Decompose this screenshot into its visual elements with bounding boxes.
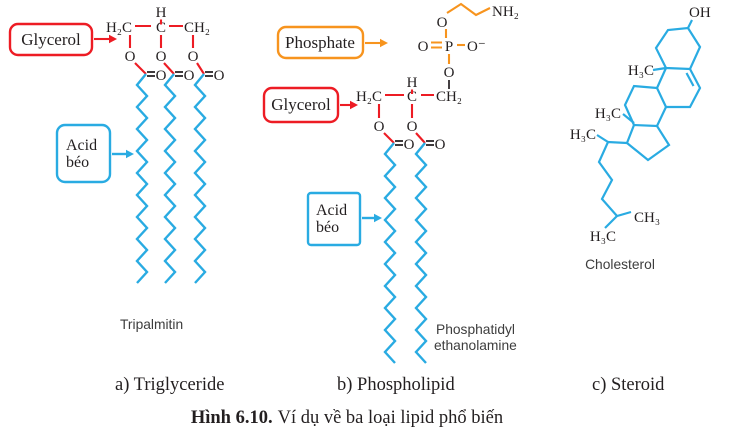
phosphate-box — [276, 25, 365, 60]
side-chain-methyl-c26: CH₃ — [634, 210, 660, 226]
phosphate-oxygen-bottom: O — [444, 65, 455, 81]
atom-h: H — [407, 75, 418, 91]
steroid-ring-c — [623, 84, 667, 128]
ester-groups: O O O O — [374, 119, 446, 153]
carbonyl-oxygen-1: O — [156, 68, 167, 84]
fatty-acid-box-label-line2: béo — [66, 154, 89, 171]
phosphate-group: O P O⁻ O — [418, 29, 486, 89]
ester-diagonal-bonds — [134, 62, 205, 75]
carbonyl-double-bonds — [395, 140, 434, 146]
phosphate-oxygen-top: O — [437, 15, 448, 31]
panel-caption-a: a) Triglyceride — [115, 375, 224, 395]
atom-h2c: H₂C — [106, 20, 132, 36]
phosphate-arrow-head — [380, 38, 388, 48]
figure-caption-text: Ví dụ về ba loại lipid phổ biến — [278, 408, 504, 428]
atom-p: P — [445, 39, 453, 55]
panel-caption-b: b) Phospholipid — [337, 375, 455, 395]
glycerol-box — [8, 22, 94, 57]
fatty-acid-arrow-head — [374, 213, 382, 223]
backbone-bonds — [385, 89, 434, 97]
atom-h2c: H₂C — [356, 89, 382, 105]
figure-caption-bold: Hình 6.10. — [191, 408, 273, 428]
glycerol-backbone: H₂C H C CH₂ — [356, 75, 462, 118]
fatty-acid-box — [306, 191, 362, 247]
molecule-name-tripalmitin: Tripalmitin — [120, 317, 183, 332]
ester-stub-bonds — [377, 104, 414, 118]
backbone-bonds — [135, 19, 183, 28]
ester-oxygen-1: O — [374, 119, 385, 135]
atom-o-minus: O⁻ — [467, 39, 486, 55]
glycerol-box-label: Glycerol — [21, 30, 81, 49]
ester-oxygen-3: O — [188, 49, 199, 65]
figure-caption: Hình 6.10.Ví dụ về ba loại lipid phổ biế… — [191, 408, 503, 428]
fatty-acid-chain-2 — [414, 142, 428, 364]
ester-oxygen-1: O — [125, 49, 136, 65]
fatty-acid-chain-1 — [135, 73, 149, 284]
glycerol-arrow-head — [109, 34, 117, 44]
angular-methyl-c19: H₃C — [628, 63, 654, 79]
ester-stub-bonds — [128, 35, 195, 48]
molecule-name-phosphatidyl-line1: Phosphatidyl — [436, 322, 515, 337]
atom-ch2: CH₂ — [184, 20, 210, 36]
oh-bond — [687, 19, 693, 29]
carbonyl-double-bonds — [147, 71, 213, 77]
atom-nh2: NH₂ — [492, 4, 519, 20]
molecule-name-cholesterol: Cholesterol — [585, 257, 655, 272]
phosphate-box-label: Phosphate — [285, 33, 355, 52]
fatty-acid-chain-1 — [383, 142, 397, 364]
angular-methyl-c18: H₃C — [595, 106, 621, 122]
fatty-acid-chain-2 — [163, 73, 177, 284]
side-chain-methyl-c27: H₃C — [590, 229, 616, 245]
atom-h: H — [156, 5, 167, 21]
ester-oxygen-2: O — [407, 119, 418, 135]
cholesterol-skeleton — [596, 19, 702, 229]
fatty-acid-chain-3 — [193, 73, 207, 284]
fatty-acid-arrow-head — [126, 149, 134, 159]
fatty-acid-box-label-line1: Acid — [66, 137, 97, 154]
phospholipid-panel: Phosphate NH₂ O O P O⁻ O Glycerol H₂C H … — [262, 2, 519, 395]
carbonyl-oxygen-3: O — [214, 68, 225, 84]
carbonyl-oxygen-2: O — [184, 68, 195, 84]
p-o-double-bond — [431, 41, 442, 49]
glycerol-arrow-head — [350, 100, 358, 110]
atom-c: C — [407, 89, 417, 105]
ester-groups: O O O O O O — [125, 49, 225, 84]
ester-diagonal-bonds — [383, 132, 426, 144]
side-chain-methyl-c21: H₃C — [570, 127, 596, 143]
ethanolamine-chain — [446, 2, 491, 17]
steroid-ring-b — [655, 67, 702, 109]
carbonyl-oxygen-1: O — [404, 137, 415, 153]
triglyceride-panel: Glycerol H₂C H C CH₂ O O O O O O A — [8, 5, 225, 395]
fatty-acid-box-label-line2: béo — [316, 219, 339, 236]
carbonyl-oxygen-2: O — [435, 137, 446, 153]
phosphate-oxygen-left: O — [418, 39, 429, 55]
atom-ch2: CH₂ — [436, 89, 462, 105]
glycerol-box-label: Glycerol — [271, 95, 331, 114]
glycerol-box — [262, 86, 340, 124]
molecule-name-phosphatidyl-line2: ethanolamine — [434, 338, 517, 353]
atom-oh: OH — [689, 5, 711, 21]
atom-c: C — [156, 20, 166, 36]
fatty-acid-box — [55, 123, 112, 184]
double-bond-c5-c6 — [685, 72, 695, 87]
ester-oxygen-2: O — [156, 49, 167, 65]
fatty-acid-box-label-line1: Acid — [316, 202, 347, 219]
steroid-ring-d — [625, 124, 671, 162]
methyl-bonds — [596, 66, 667, 143]
steroid-panel: OH H₃C H₃C H₃C CH₃ H₃C Cholesterol c) St… — [570, 5, 711, 395]
panel-caption-c: c) Steroid — [592, 375, 665, 395]
glycerol-backbone: H₂C H C CH₂ — [106, 5, 210, 48]
